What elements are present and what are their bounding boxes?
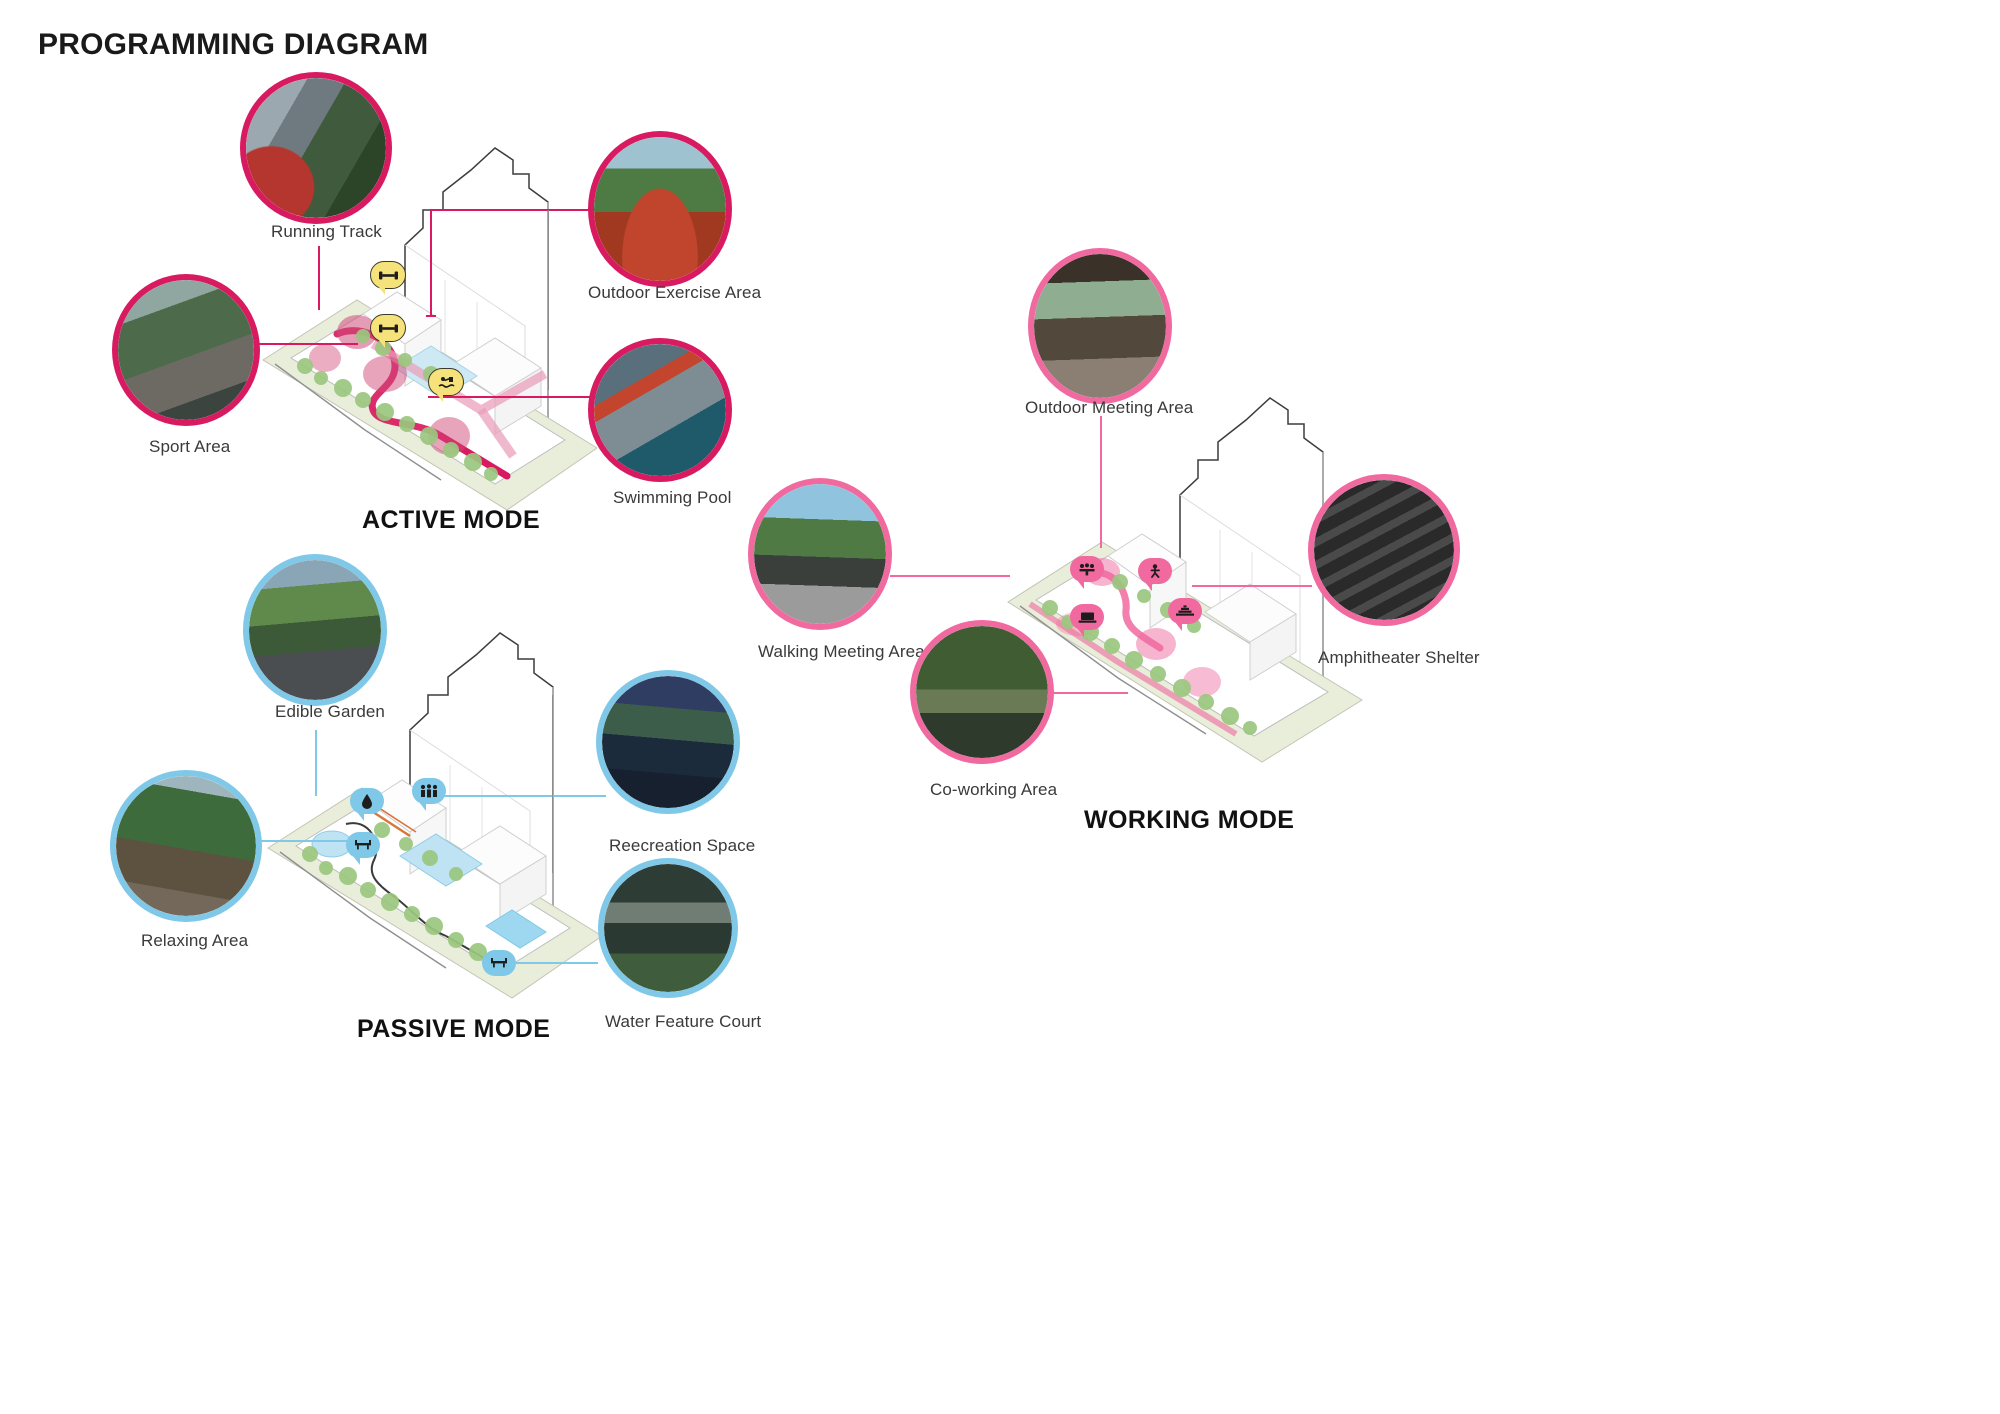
caption-recreation-space: Reecreation Space bbox=[609, 836, 756, 855]
photo-edible-garden-image bbox=[249, 560, 381, 700]
leader-exercise-v bbox=[430, 209, 432, 315]
photo-running-track[interactable] bbox=[240, 72, 392, 224]
caption-coworking-area: Co-working Area bbox=[930, 780, 1058, 799]
photo-coworking-area-image bbox=[916, 626, 1048, 758]
bench-icon bbox=[482, 950, 516, 976]
mode-title-working: WORKING MODE bbox=[1084, 806, 1295, 834]
panel-passive-mode: Edible Garden Reecreation Space Relaxing… bbox=[0, 510, 960, 1070]
bench-glyph bbox=[355, 840, 371, 850]
mode-title-active: ACTIVE MODE bbox=[362, 506, 541, 534]
photo-swimming-pool[interactable] bbox=[588, 338, 732, 482]
leader-relaxing-h bbox=[258, 840, 350, 842]
photo-outdoor-exercise-area[interactable] bbox=[588, 131, 732, 287]
amphitheater-icon bbox=[1168, 598, 1202, 631]
leader-coworking-h bbox=[1048, 692, 1128, 694]
bench-glyph-2 bbox=[491, 958, 507, 968]
leader-exercise-h2 bbox=[426, 315, 436, 317]
site-plan-passive bbox=[250, 758, 650, 1058]
leader-outdoor-meeting bbox=[1100, 416, 1102, 548]
laptop-icon bbox=[1070, 604, 1104, 637]
caption-water-feature-court: Water Feature Court bbox=[605, 1012, 762, 1031]
photo-outdoor-exercise-area-image bbox=[594, 137, 726, 281]
dumbbell-icon bbox=[370, 314, 406, 348]
photo-outdoor-meeting-area[interactable] bbox=[1028, 248, 1172, 404]
photo-amphitheater-shelter[interactable] bbox=[1308, 474, 1460, 626]
swimmer-glyph bbox=[438, 376, 455, 388]
panel-working-mode: Outdoor Meeting Area Walking Meeting Are… bbox=[740, 230, 2000, 870]
laptop-glyph bbox=[1078, 612, 1096, 623]
walking-icon bbox=[1138, 558, 1172, 591]
amphitheater-glyph bbox=[1176, 605, 1194, 616]
caption-sport-area: Sport Area bbox=[149, 437, 231, 456]
caption-edible-garden: Edible Garden bbox=[275, 702, 385, 721]
photo-running-track-image bbox=[246, 78, 386, 218]
photo-walking-meeting-area[interactable] bbox=[748, 478, 892, 630]
leader-running-track bbox=[318, 246, 320, 310]
photo-water-feature-court-image bbox=[604, 864, 732, 992]
caption-swimming-pool: Swimming Pool bbox=[613, 488, 732, 507]
caption-walking-meeting-area: Walking Meeting Area bbox=[758, 642, 925, 661]
caption-amphitheater-shelter: Amphitheater Shelter bbox=[1318, 648, 1480, 667]
site-plan-working bbox=[990, 512, 1410, 812]
photo-recreation-space-image bbox=[602, 676, 734, 808]
photo-sport-area[interactable] bbox=[112, 274, 260, 426]
leader-amphitheater-h bbox=[1192, 585, 1312, 587]
leader-exercise-h1 bbox=[430, 209, 598, 211]
caption-relaxing-area: Relaxing Area bbox=[141, 931, 249, 950]
photo-edible-garden[interactable] bbox=[243, 554, 387, 706]
photo-recreation-space[interactable] bbox=[596, 670, 740, 814]
dumbbell-glyph bbox=[378, 324, 398, 332]
meeting-table-glyph bbox=[1079, 562, 1095, 575]
photo-outdoor-meeting-area-image bbox=[1034, 254, 1166, 398]
water-drop-icon bbox=[350, 788, 384, 821]
photo-amphitheater-shelter-image bbox=[1314, 480, 1454, 620]
water-drop-glyph bbox=[362, 793, 372, 809]
leader-sport-h bbox=[258, 343, 358, 345]
leader-water-court-h bbox=[500, 962, 598, 964]
people-icon bbox=[412, 778, 446, 811]
people-glyph bbox=[420, 784, 438, 798]
dumbbell-icon bbox=[370, 261, 406, 295]
photo-sport-area-image bbox=[118, 280, 254, 420]
bench-icon bbox=[346, 832, 380, 865]
meeting-table-icon bbox=[1070, 556, 1104, 589]
leader-edible-garden bbox=[315, 730, 317, 796]
leader-walking-meeting-h bbox=[890, 575, 1010, 577]
leader-pool-h bbox=[428, 396, 596, 398]
panel-active-mode: Running Track Outdoor Exercise Area Spor… bbox=[0, 0, 960, 680]
mode-title-passive: PASSIVE MODE bbox=[357, 1015, 551, 1043]
caption-outdoor-exercise-area: Outdoor Exercise Area bbox=[588, 283, 762, 302]
leader-tower-guide-passive bbox=[552, 695, 554, 873]
caption-outdoor-meeting-area: Outdoor Meeting Area bbox=[1025, 398, 1194, 417]
page-title: PROGRAMMING DIAGRAM bbox=[38, 28, 429, 61]
photo-walking-meeting-area-image bbox=[754, 484, 886, 624]
caption-running-track: Running Track bbox=[271, 222, 382, 241]
photo-water-feature-court[interactable] bbox=[598, 858, 738, 998]
leader-recreation-h bbox=[440, 795, 606, 797]
photo-swimming-pool-image bbox=[594, 344, 726, 476]
dumbbell-glyph bbox=[378, 271, 398, 279]
photo-coworking-area[interactable] bbox=[910, 620, 1054, 764]
walking-glyph bbox=[1150, 564, 1160, 578]
photo-relaxing-area[interactable] bbox=[110, 770, 262, 922]
photo-relaxing-area-image bbox=[116, 776, 256, 916]
swimming-icon bbox=[428, 368, 464, 402]
leader-tower-guide bbox=[548, 210, 550, 390]
